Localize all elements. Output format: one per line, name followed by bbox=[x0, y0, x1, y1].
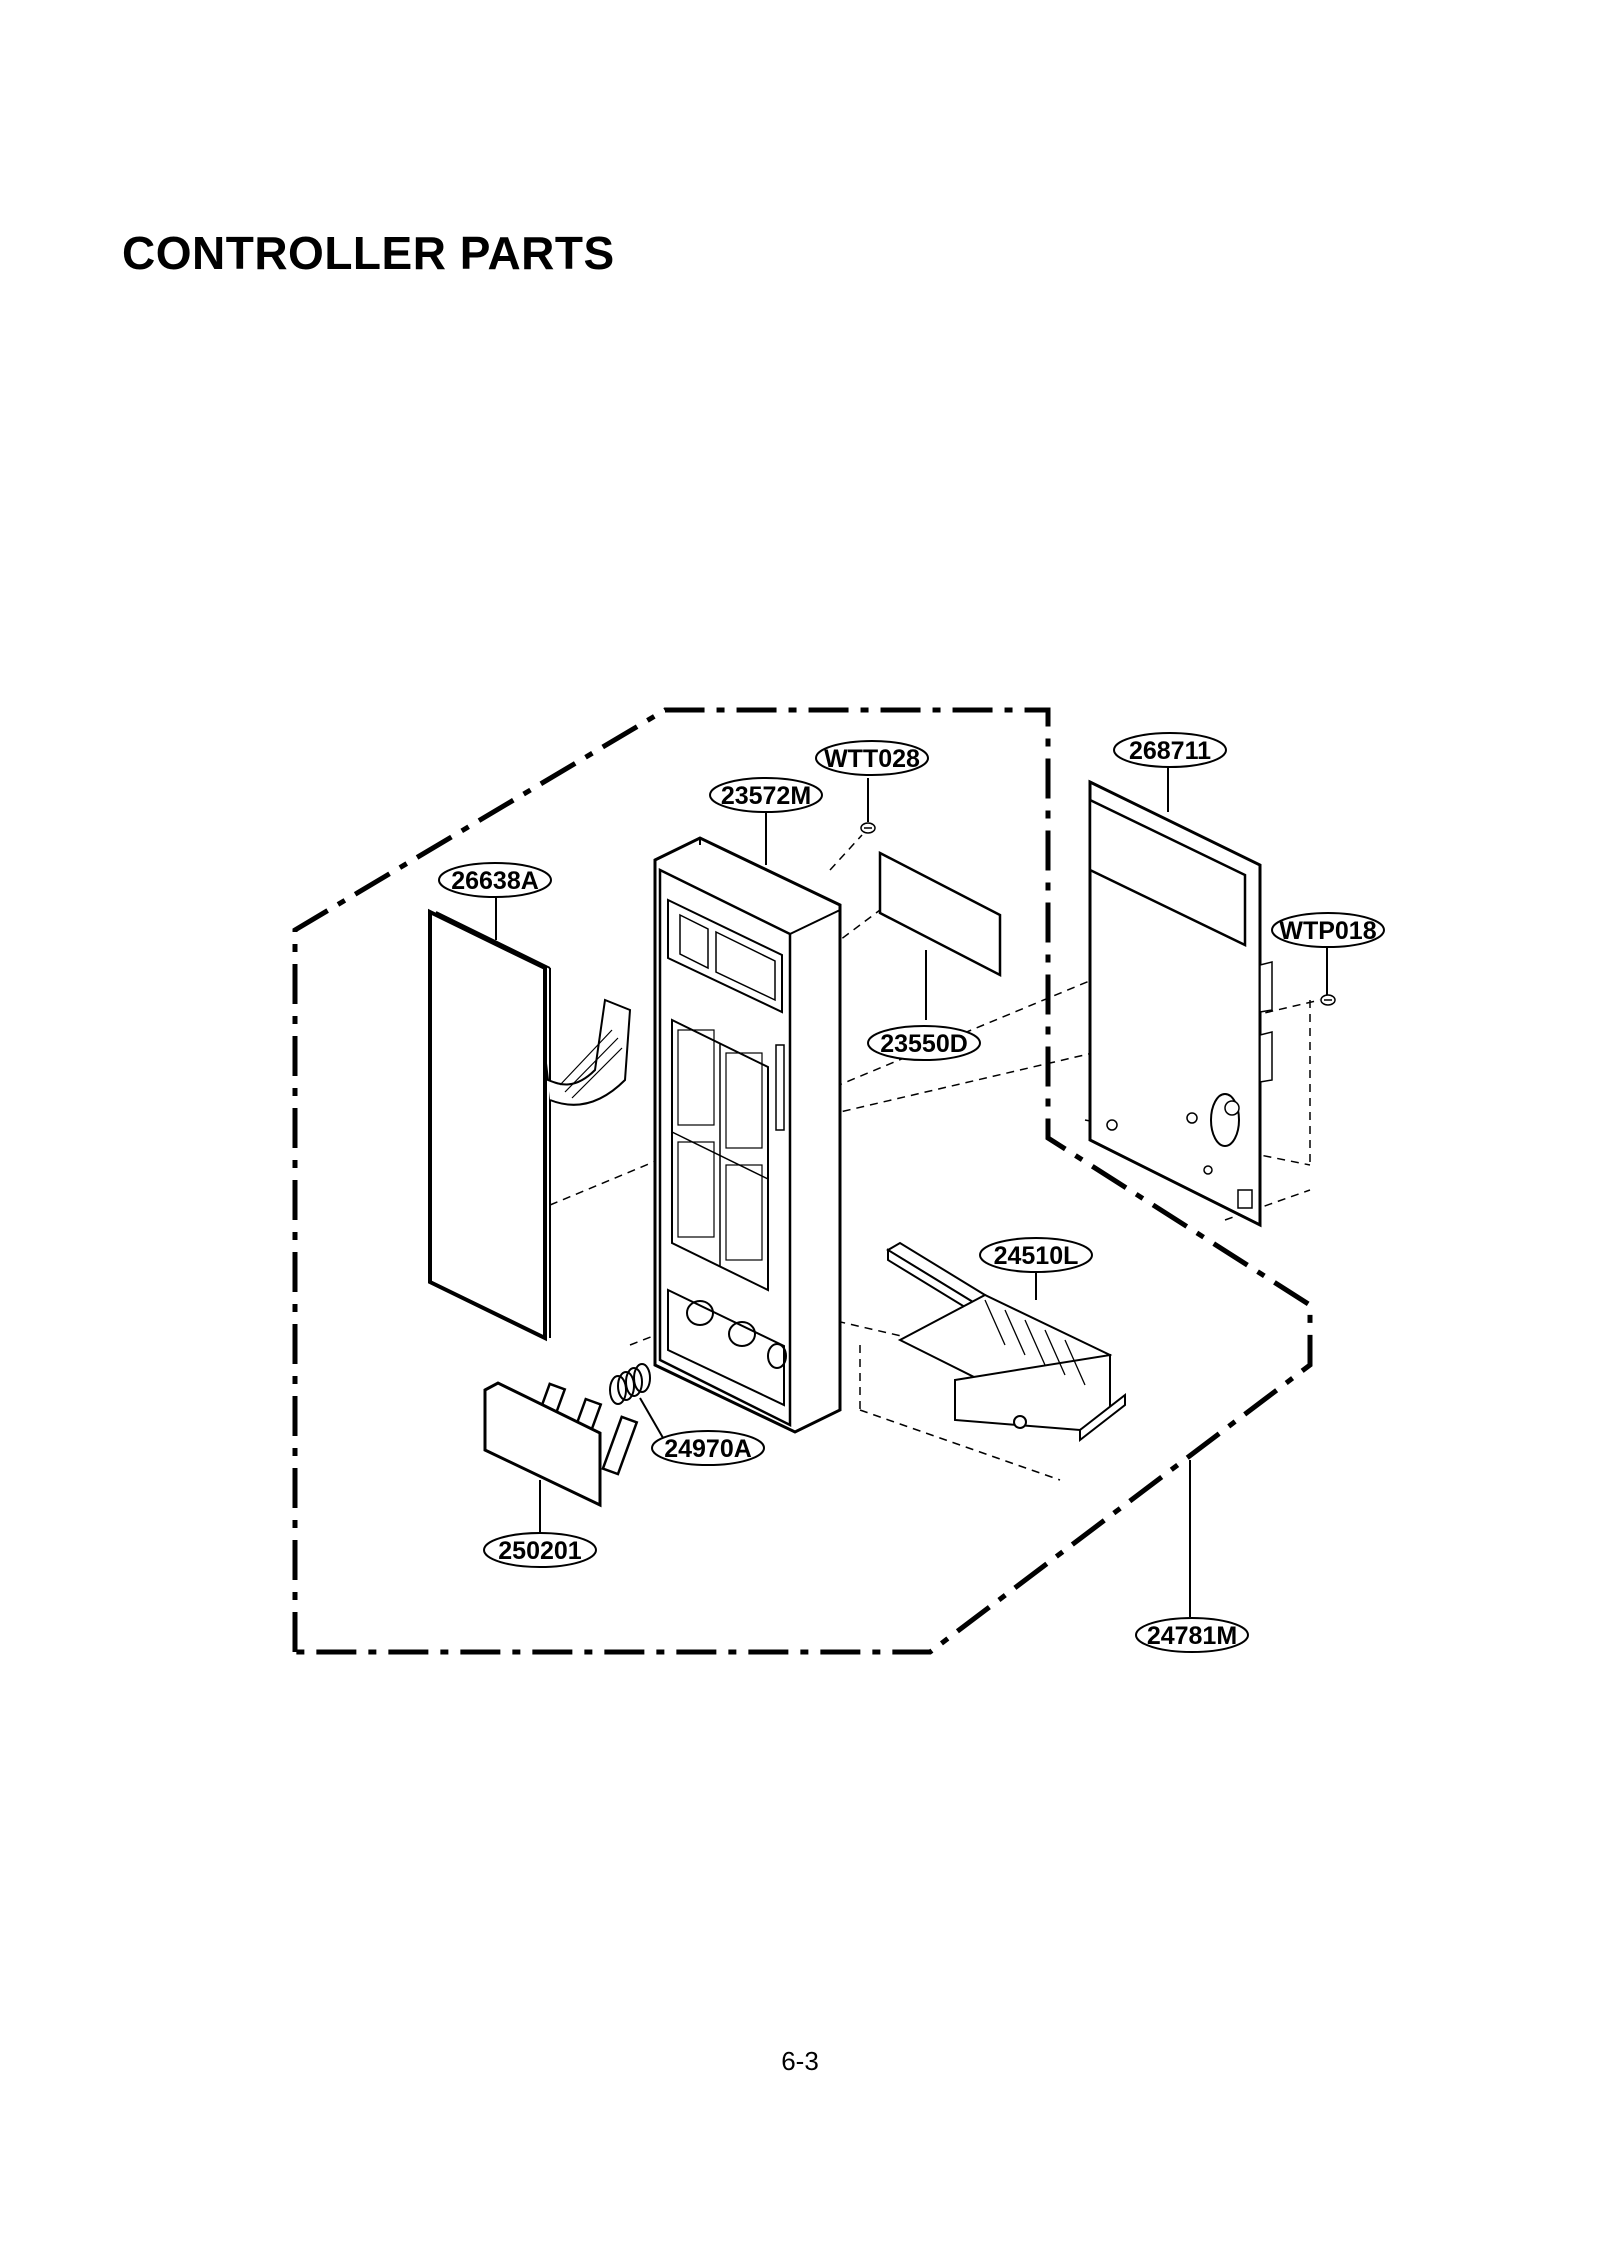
part-labels: 268711 WTT028 23572M 26638A WTP018 23550… bbox=[438, 732, 1385, 1653]
svg-text:23550D: 23550D bbox=[880, 1030, 968, 1058]
label-24781M: 24781M bbox=[1135, 1617, 1249, 1653]
label-268711: 268711 bbox=[1113, 732, 1227, 768]
svg-text:WTP018: WTP018 bbox=[1279, 917, 1376, 945]
svg-text:23572M: 23572M bbox=[721, 782, 811, 810]
label-24970A: 24970A bbox=[651, 1430, 765, 1466]
front-sheet-26638A bbox=[428, 908, 632, 1342]
label-WTT028: WTT028 bbox=[815, 740, 929, 776]
lever-24510L bbox=[886, 1241, 1126, 1443]
svg-text:26638A: 26638A bbox=[451, 867, 539, 895]
page-title: CONTROLLER PARTS bbox=[122, 227, 615, 279]
control-panel-23572M bbox=[653, 836, 842, 1434]
label-24510L: 24510L bbox=[979, 1237, 1093, 1273]
label-23572M: 23572M bbox=[709, 777, 823, 813]
svg-text:250201: 250201 bbox=[498, 1537, 582, 1565]
push-button-250201 bbox=[483, 1381, 639, 1508]
assembly-boundary bbox=[292, 707, 1313, 1655]
label-250201: 250201 bbox=[483, 1532, 597, 1568]
page-number: 6-3 bbox=[781, 2046, 819, 2076]
svg-text:24781M: 24781M bbox=[1147, 1622, 1237, 1650]
svg-text:24510L: 24510L bbox=[994, 1242, 1079, 1270]
screw-WTT028 bbox=[860, 822, 876, 834]
label-23550D: 23550D bbox=[867, 1025, 981, 1061]
leader-lines bbox=[495, 766, 1328, 1617]
pcb-268711 bbox=[1088, 779, 1273, 1228]
spring-24970A bbox=[609, 1363, 651, 1405]
svg-text:268711: 268711 bbox=[1129, 737, 1211, 765]
svg-text:24970A: 24970A bbox=[664, 1435, 752, 1463]
screw-WTP018 bbox=[1320, 994, 1336, 1006]
label-WTP018: WTP018 bbox=[1271, 912, 1385, 948]
label-26638A: 26638A bbox=[438, 862, 552, 898]
display-board-23550D bbox=[878, 850, 1002, 978]
svg-text:WTT028: WTT028 bbox=[824, 745, 920, 773]
